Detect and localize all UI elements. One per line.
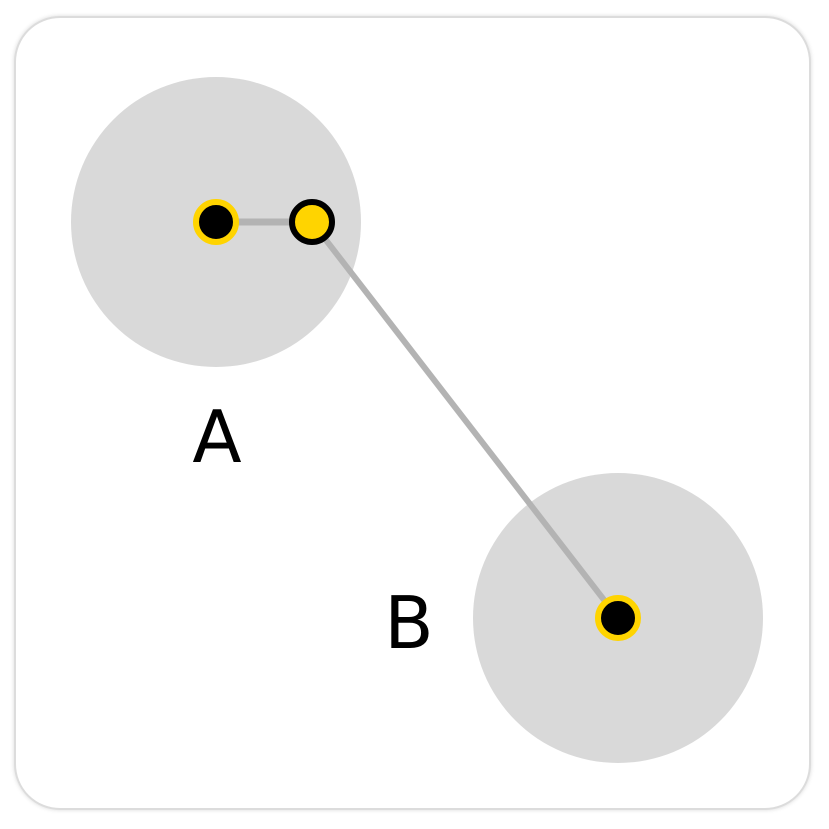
label-a: A — [192, 395, 241, 479]
handle-node[interactable] — [289, 199, 335, 245]
node-b[interactable] — [595, 595, 641, 641]
label-b: B — [384, 581, 433, 665]
node-a[interactable] — [193, 199, 239, 245]
connector-handle-b — [309, 220, 621, 620]
